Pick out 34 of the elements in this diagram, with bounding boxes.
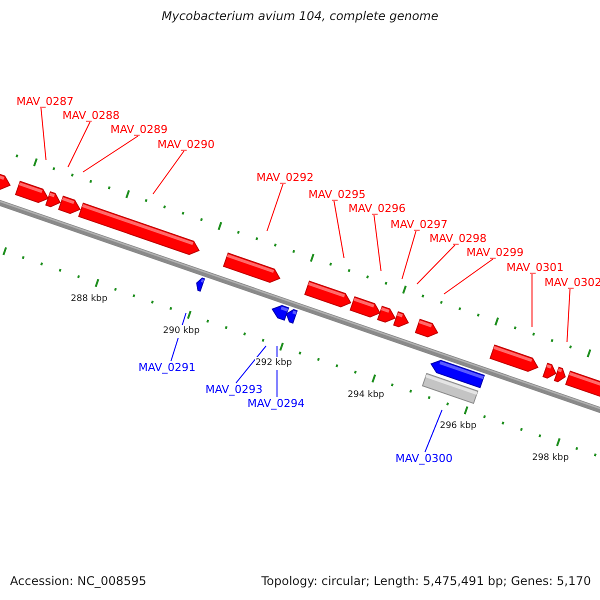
leader-line <box>402 230 416 280</box>
leader-line <box>444 258 494 294</box>
gene-label: MAV_0295 <box>308 188 366 201</box>
leader-line <box>566 288 570 342</box>
leader-line <box>68 122 90 168</box>
gene-label: MAV_0301 <box>506 261 564 274</box>
gene-label: MAV_0290 <box>157 138 215 151</box>
gene-label: MAV_0296 <box>348 202 406 215</box>
leader-line <box>40 108 46 160</box>
gene-label: MAV_0294 <box>247 397 305 410</box>
accession-text: Accession: NC_008595 <box>10 575 146 588</box>
gene-label: MAV_0289 <box>110 123 168 136</box>
genome-summary-text: Topology: circular; Length: 5,475,491 bp; Genes: 5,170 <box>261 575 591 588</box>
leader-line <box>424 410 442 452</box>
scale-label: 292 kbp <box>255 356 292 370</box>
gene-label: MAV_0297 <box>390 218 448 231</box>
gene-label: MAV_0293 <box>205 383 263 396</box>
gene-label: MAV_0299 <box>466 246 524 259</box>
gene-label: MAV_0300 <box>395 452 453 465</box>
gene-label: MAV_0291 <box>138 361 196 374</box>
scale-label: 290 kbp <box>163 324 200 338</box>
scale-label: 294 kbp <box>348 388 384 402</box>
leader-line <box>374 214 382 272</box>
gene-label: MAV_0298 <box>429 232 487 245</box>
leader-line <box>82 136 138 172</box>
leader-line <box>416 244 456 284</box>
gene-label: MAV_0288 <box>62 109 120 122</box>
gene-label: MAV_0287 <box>16 95 74 108</box>
leader-line <box>334 200 344 258</box>
diagram-title: Mycobacterium avium 104, complete genome <box>160 10 440 23</box>
leader-line <box>236 346 266 384</box>
gene-label: MAV_0292 <box>256 171 314 184</box>
leader-line <box>152 150 184 194</box>
leader-line <box>266 184 284 232</box>
